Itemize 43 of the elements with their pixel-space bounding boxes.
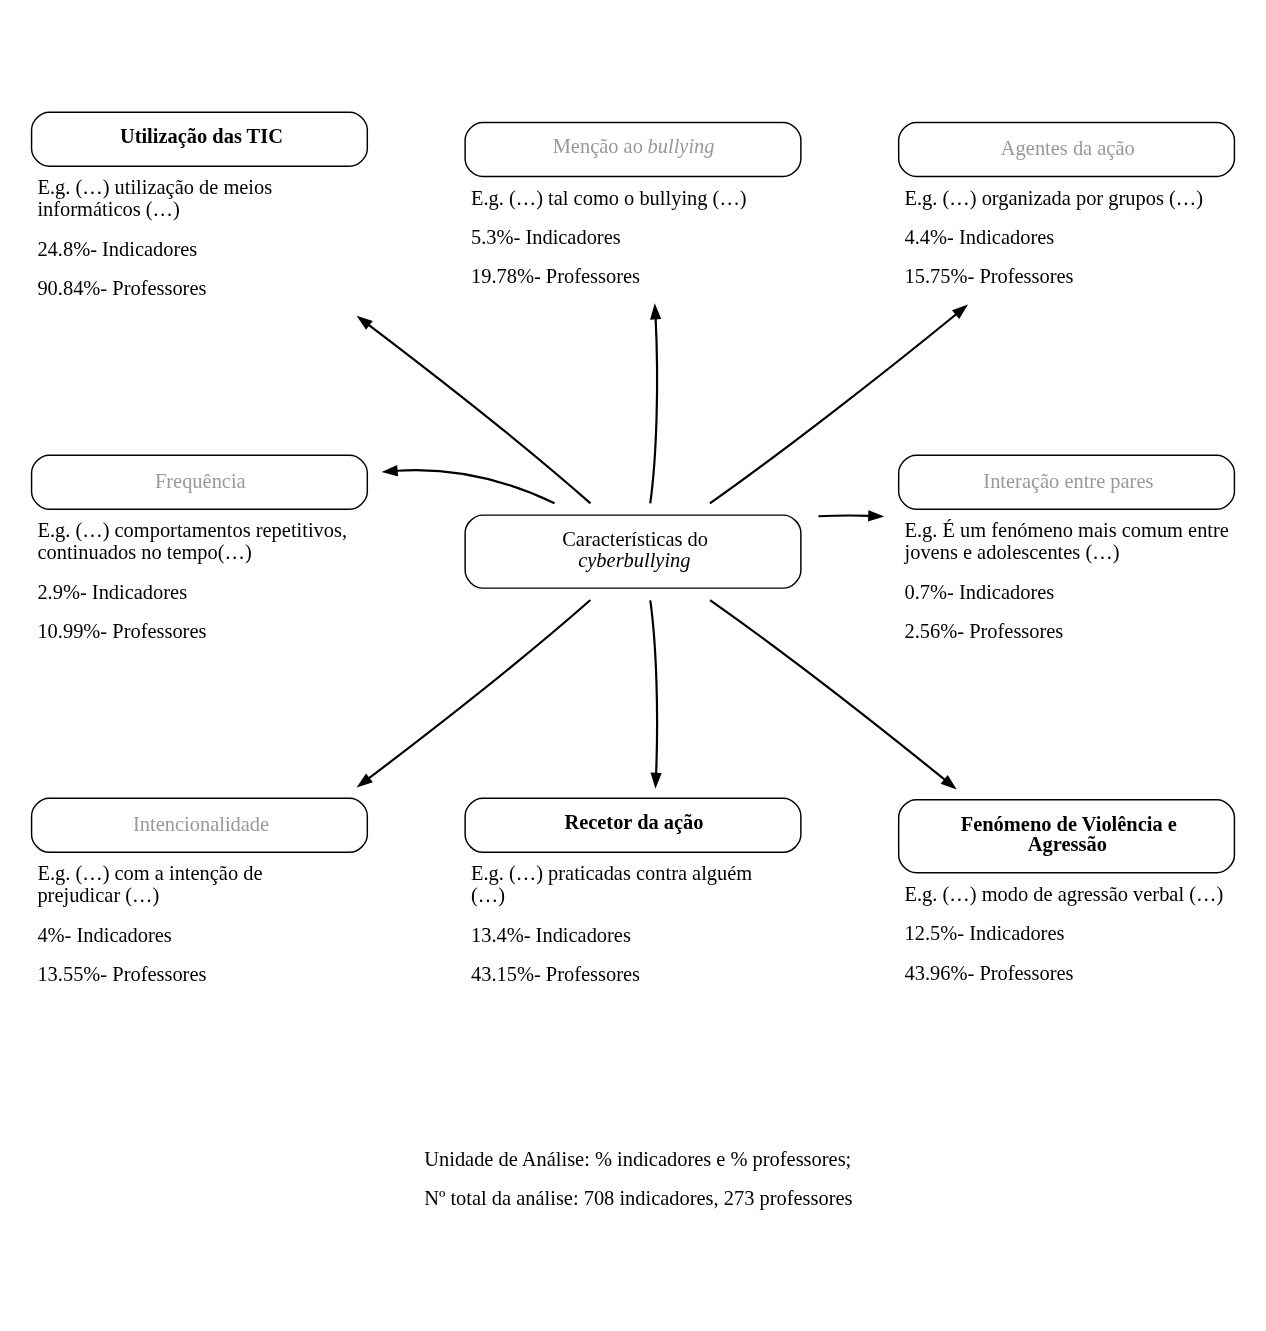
node-label: 2.9%- Indicadores [37, 580, 188, 603]
node-box: Intencionalidade [30, 797, 369, 854]
node-label: 2.56%- Professores [904, 620, 1064, 643]
node-label: 43.15%- Professores [470, 963, 640, 986]
node-label: 15.75%- Professores [904, 265, 1074, 288]
node-label: 0.7%- Indicadores [904, 580, 1055, 603]
node-label: E.g. É um fenómeno mais comum entre jovens e adolescentes (…) [904, 519, 1229, 564]
arrow [818, 510, 885, 522]
node-box: Fenómeno de Violência e Agressão [897, 799, 1236, 874]
node-label: 43.96%- Professores [904, 961, 1074, 984]
node-label: E.g. (…) praticadas contra alguém (…) [470, 862, 753, 907]
node-box: Utilização das TIC [30, 111, 369, 167]
node-label: 4.4%- Indicadores [904, 225, 1055, 248]
node-label: 10.99%- Professores [37, 620, 207, 643]
node-box: Frequência [30, 454, 369, 511]
node-label: E.g. (…) com a intenção de prejudicar (…) [37, 862, 263, 907]
arrow [381, 465, 555, 505]
arrow [356, 315, 592, 505]
node-box: Recetor da ação [464, 797, 802, 854]
node-box: Características do cyberbullying [464, 514, 802, 589]
label: Nº total da análise: 708 indicadores, 273 professores [424, 1187, 853, 1210]
node-box: Menção ao bullying [464, 121, 802, 178]
node-label: 24.8%- Indicadores [37, 237, 198, 260]
node-label: E.g. (…) comportamentos repetitivos, continuados no tempo(…) [37, 519, 348, 564]
arrow [709, 304, 968, 505]
node-label: 5.3%- Indicadores [470, 225, 621, 248]
arrow [709, 599, 957, 790]
arrow [649, 303, 662, 504]
node-box: Interação entre pares [897, 454, 1236, 511]
node-label: 12.5%- Indicadores [904, 922, 1065, 945]
node-label: 19.78%- Professores [470, 265, 640, 288]
node-label: E.g. (…) organizada por grupos (…) [904, 186, 1204, 209]
node-label: 13.55%- Professores [37, 963, 207, 986]
label: Unidade de Análise: % indicadores e % professores; [424, 1147, 852, 1170]
node-label: E.g. (…) utilização de meios informáticos (…) [37, 176, 273, 221]
arrow [649, 600, 662, 789]
arrow [356, 599, 592, 788]
node-label: 13.4%- Indicadores [470, 923, 631, 946]
node-label: E.g. (…) modo de agressão verbal (…) [904, 882, 1224, 905]
node-label: 90.84%- Professores [37, 277, 207, 300]
node-label: 4%- Indicadores [37, 923, 172, 946]
node-label: E.g. (…) tal como o bullying (…) [470, 186, 747, 209]
node-box: Agentes da ação [897, 121, 1236, 178]
